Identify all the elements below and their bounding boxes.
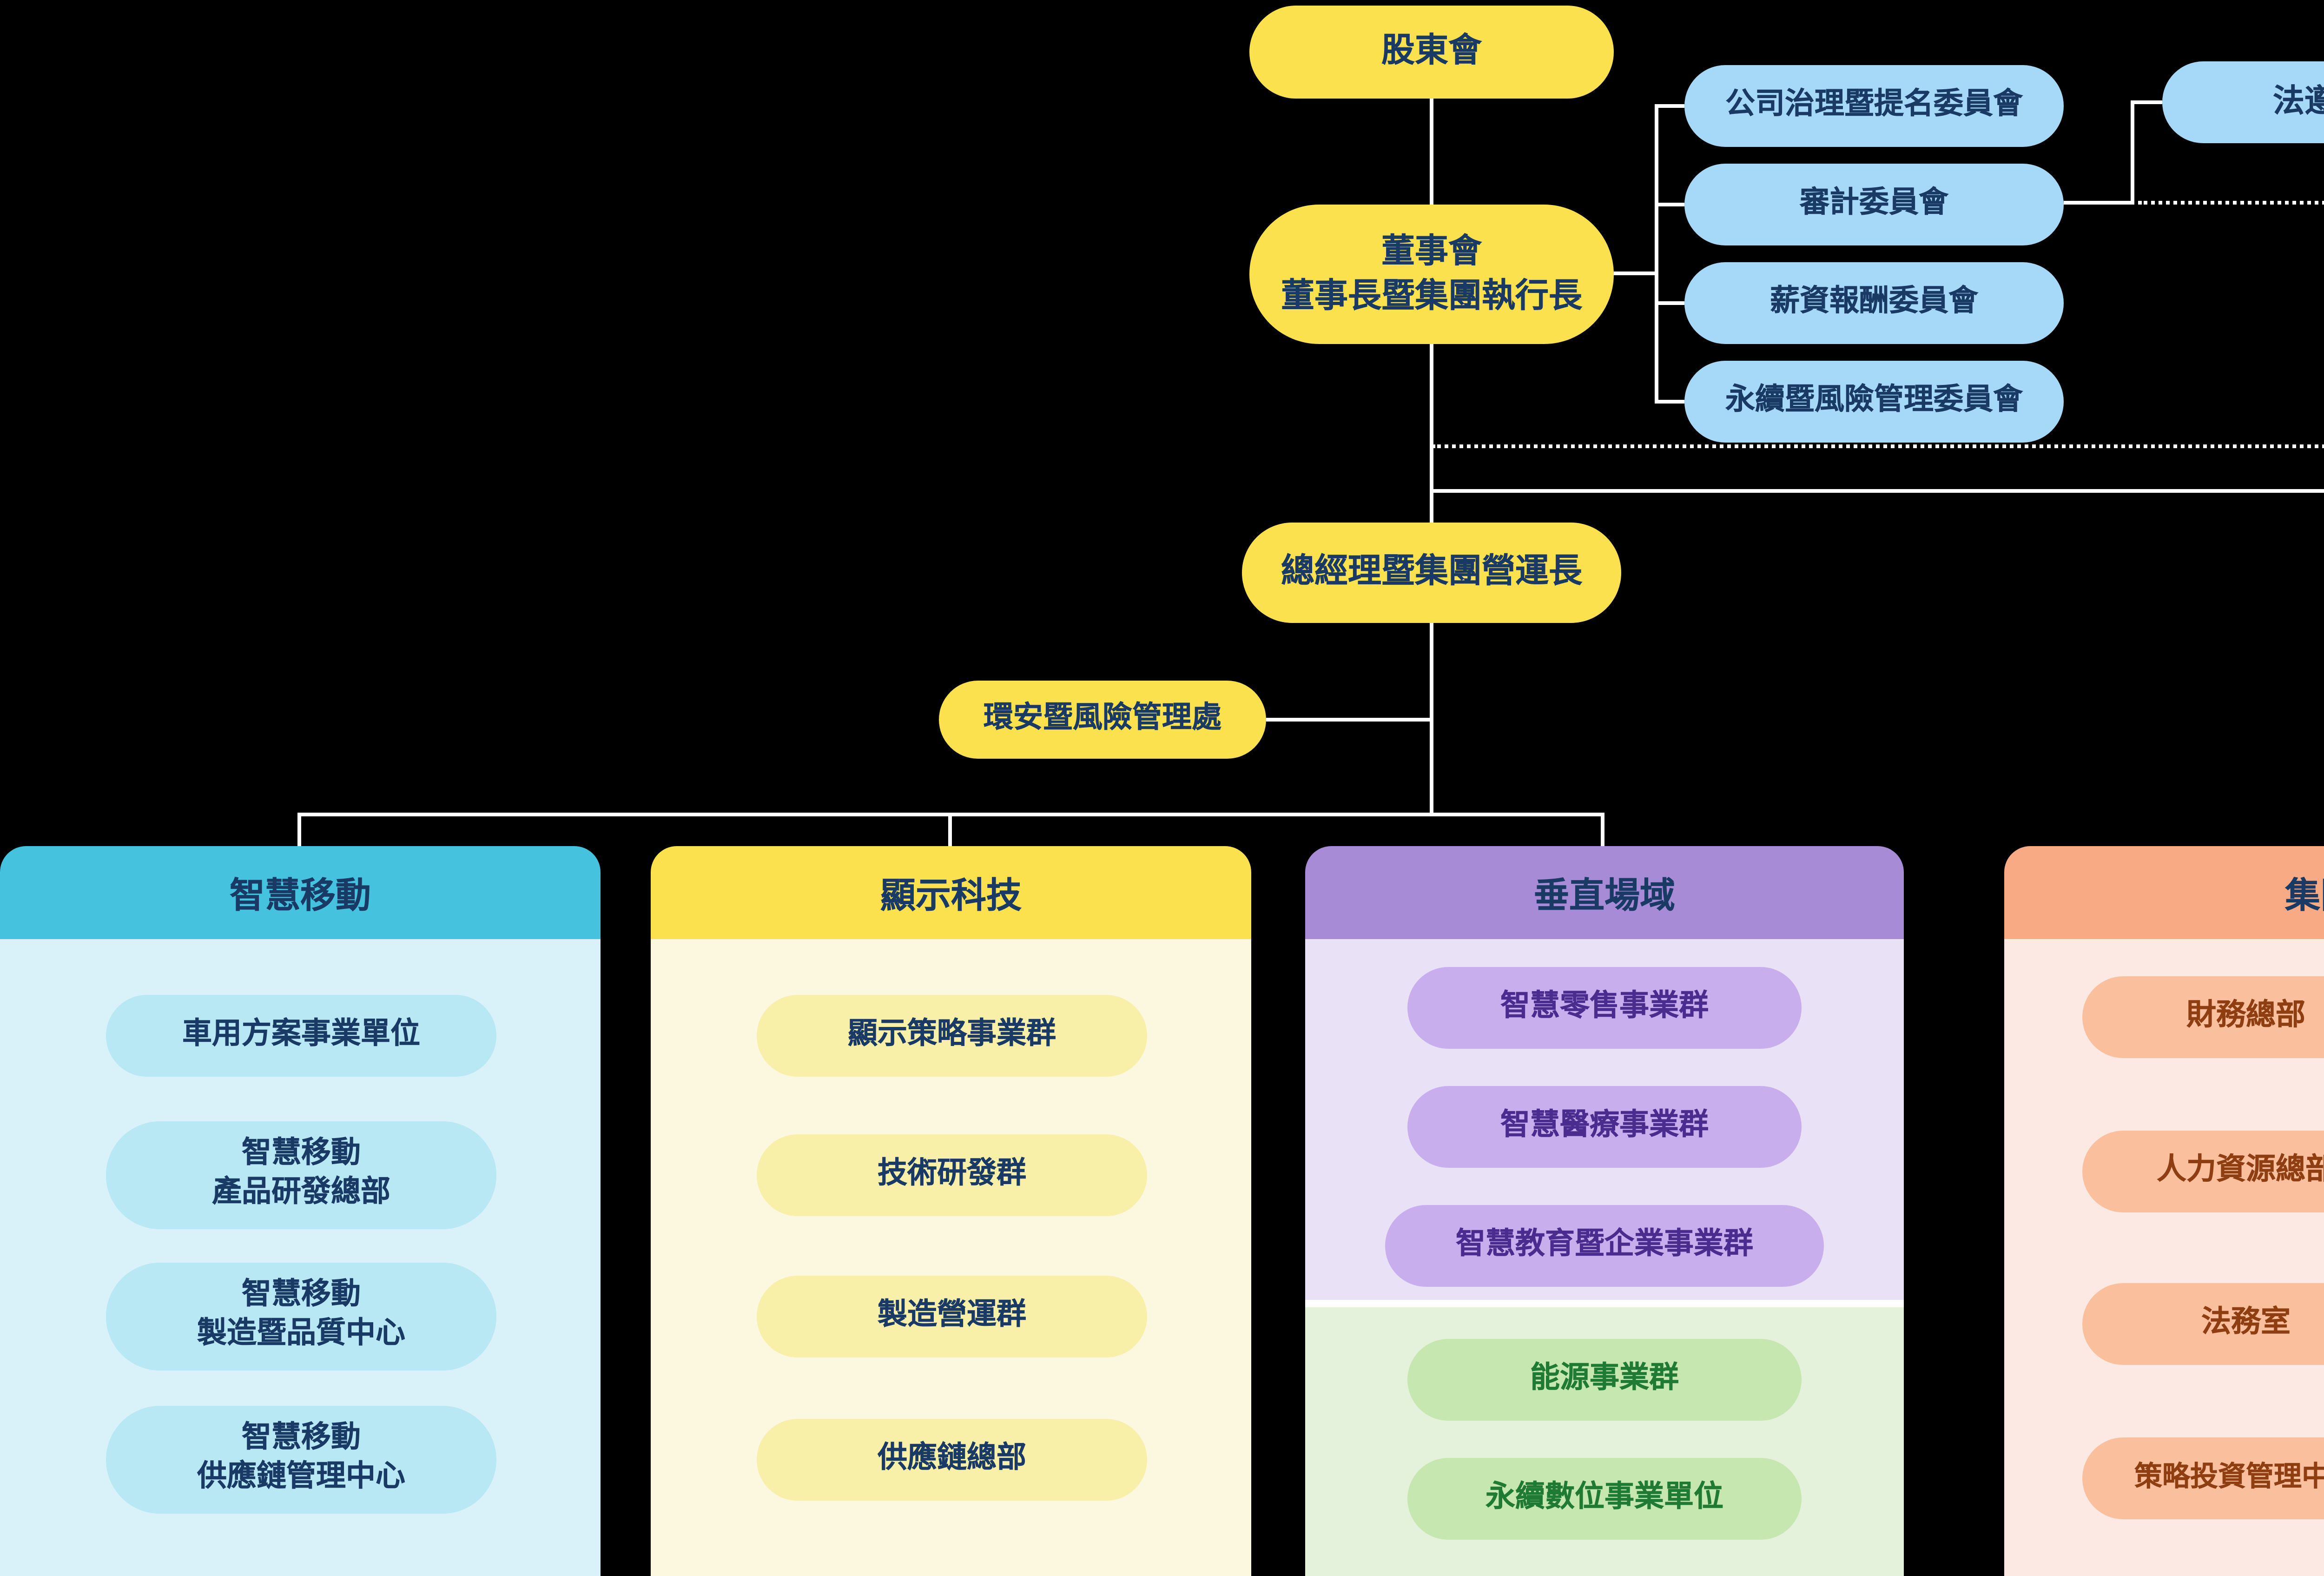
connector-president-down: [1430, 623, 1433, 816]
connector-esh-branch: [1266, 718, 1430, 722]
connector-committee-bracket: [1655, 104, 1658, 404]
node-sustainability-risk-committee: 永續暨風險管理委員會: [1684, 361, 2064, 443]
connector-shareholders-board: [1430, 99, 1433, 205]
group-smart-mobility-header: 智慧移動: [0, 846, 601, 939]
node-shareholders-meeting: 股東會: [1249, 6, 1614, 99]
connector-committee1-stub: [1658, 104, 1684, 108]
group-vertical-domains-header: 垂直場域: [1305, 846, 1904, 939]
unit-finance-hq: 財務總部: [2082, 976, 2324, 1058]
unit-smart-education-enterprise: 智慧教育暨企業事業群: [1385, 1205, 1824, 1287]
node-audit-committee: 審計委員會: [1684, 164, 2064, 245]
connector-committee2-stub: [1658, 203, 1684, 206]
unit-supply-chain-hq: 供應鏈總部: [757, 1419, 1147, 1501]
node-governance-nomination-committee: 公司治理暨提名委員會: [1684, 65, 2064, 147]
connector-audit-compliance-h1: [2064, 201, 2134, 205]
unit-mobility-supply-chain: 智慧移動 供應鏈管理中心: [106, 1406, 496, 1514]
unit-mobility-mfg-quality: 智慧移動 製造暨品質中心: [106, 1263, 496, 1371]
connector-committee4-stub: [1658, 400, 1684, 404]
unit-sustainable-digital: 永續數位事業單位: [1407, 1458, 1802, 1540]
unit-smart-retail: 智慧零售事業群: [1407, 967, 1802, 1049]
group-display-technology-header: 顯示科技: [651, 846, 1251, 939]
group-display-technology: 顯示科技 顯示策略事業群 技術研發群 製造營運群 供應鏈總部: [651, 846, 1251, 1576]
connector-board-president: [1430, 344, 1433, 523]
unit-smart-medical: 智慧醫療事業群: [1407, 1086, 1802, 1168]
connector-audit-compliance-v: [2131, 100, 2134, 205]
group-vertical-divider: [1305, 1300, 1904, 1307]
connector-drop-mobility: [297, 816, 301, 846]
unit-display-strategy: 顯示策略事業群: [757, 995, 1147, 1077]
unit-strategic-investment: 策略投資管理中心: [2082, 1437, 2324, 1519]
dotted-compliance-to-centerline: [1432, 444, 2324, 448]
node-esh-risk-office: 環安暨風險管理處: [939, 681, 1266, 759]
group-operations-support-header: 集團營運支援單位: [2004, 846, 2324, 939]
connector-drop-vertical: [1601, 816, 1604, 846]
unit-mobility-rnd-hq: 智慧移動 產品研發總部: [106, 1121, 496, 1229]
node-compensation-committee: 薪資報酬委員會: [1684, 262, 2064, 344]
connector-support-branch-h: [1432, 489, 2324, 493]
group-operations-support: 集團營運支援單位 財務總部 數位技術發展總部 人力資源總部 永續發展總部 法務室…: [2004, 846, 2324, 1576]
node-chief-compliance-counsel: 法遵總顧問: [2162, 61, 2324, 143]
connector-board-bracket-stub: [1614, 271, 1658, 275]
connector-committee3-stub: [1658, 301, 1684, 305]
unit-legal-office: 法務室: [2082, 1283, 2324, 1365]
connector-columns-h: [297, 813, 1604, 816]
dotted-audit-to-edge: [2138, 201, 2324, 205]
connector-drop-display: [948, 816, 952, 846]
unit-energy: 能源事業群: [1407, 1339, 1802, 1421]
node-board-of-directors: 董事會 董事長暨集團執行長: [1249, 205, 1614, 344]
unit-technology-rnd: 技術研發群: [757, 1134, 1147, 1216]
unit-automotive-solutions: 車用方案事業單位: [106, 995, 496, 1077]
unit-human-resources-hq: 人力資源總部: [2082, 1131, 2324, 1212]
connector-audit-compliance-h2: [2134, 100, 2162, 104]
group-vertical-domains: 垂直場域 智慧零售事業群 智慧醫療事業群 智慧教育暨企業事業群 能源事業群 永續…: [1305, 846, 1904, 1576]
group-smart-mobility: 智慧移動 車用方案事業單位 智慧移動 產品研發總部 智慧移動 製造暨品質中心 智…: [0, 846, 601, 1576]
unit-manufacturing-ops: 製造營運群: [757, 1276, 1147, 1357]
node-president-coo: 總經理暨集團營運長: [1242, 523, 1621, 623]
